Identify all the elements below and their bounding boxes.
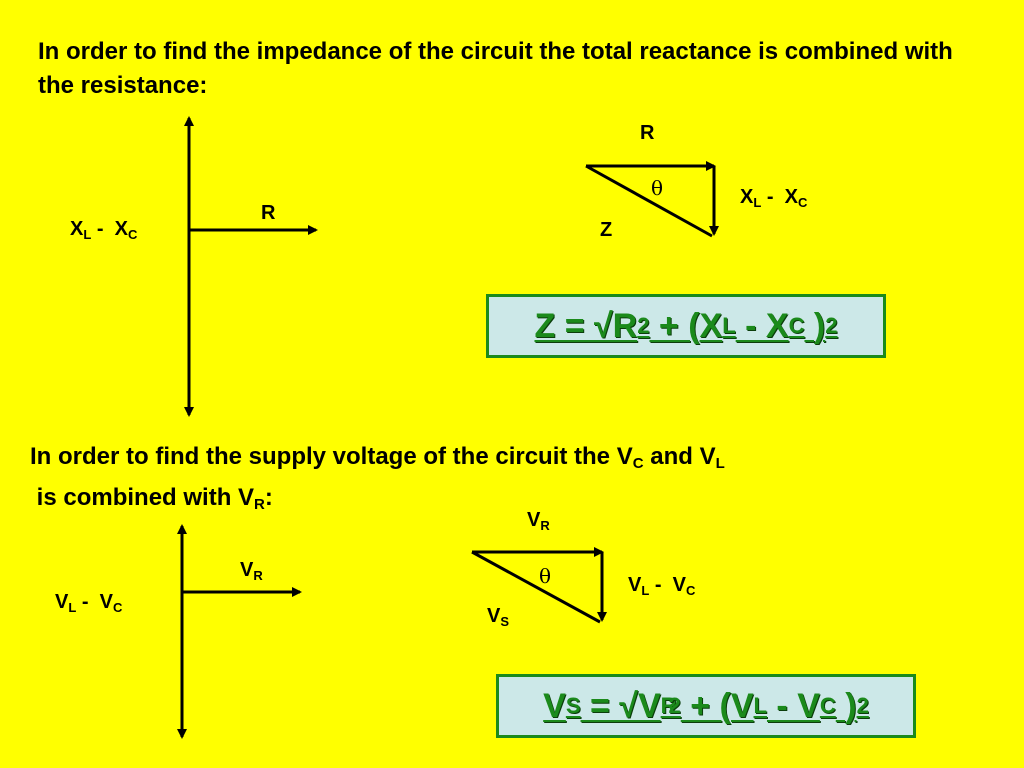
impedance-triangle-hypotenuse-label: Z — [600, 219, 613, 241]
impedance-triangle-angle-label: θ — [651, 176, 664, 200]
voltage-triangle-angle-label: θ — [539, 564, 552, 588]
impedance-axis-vertical-label: XL - XC — [70, 218, 138, 242]
voltage-axis-vertical-label: VL - VC — [55, 591, 123, 615]
voltage-triangle-top-label: VR — [527, 509, 550, 533]
impedance-triangle-hypotenuse — [585, 164, 713, 238]
voltage-triangle-side-label: VL - VC — [628, 574, 696, 598]
impedance-triangle-top-label: R — [640, 122, 655, 144]
voltage-explanation: In order to find the supply voltage of t… — [30, 443, 725, 513]
voltage-triangle-hypotenuse — [471, 550, 601, 624]
impedance-axis-horizontal-label: R — [261, 202, 276, 224]
impedance-explanation: In order to find the impedance of the ci… — [38, 38, 953, 99]
voltage-triangle-hypotenuse-label: VS — [487, 605, 510, 629]
voltage-axis-horizontal-label: VR — [240, 559, 263, 583]
impedance-triangle-side-label: XL - XC — [740, 186, 808, 210]
